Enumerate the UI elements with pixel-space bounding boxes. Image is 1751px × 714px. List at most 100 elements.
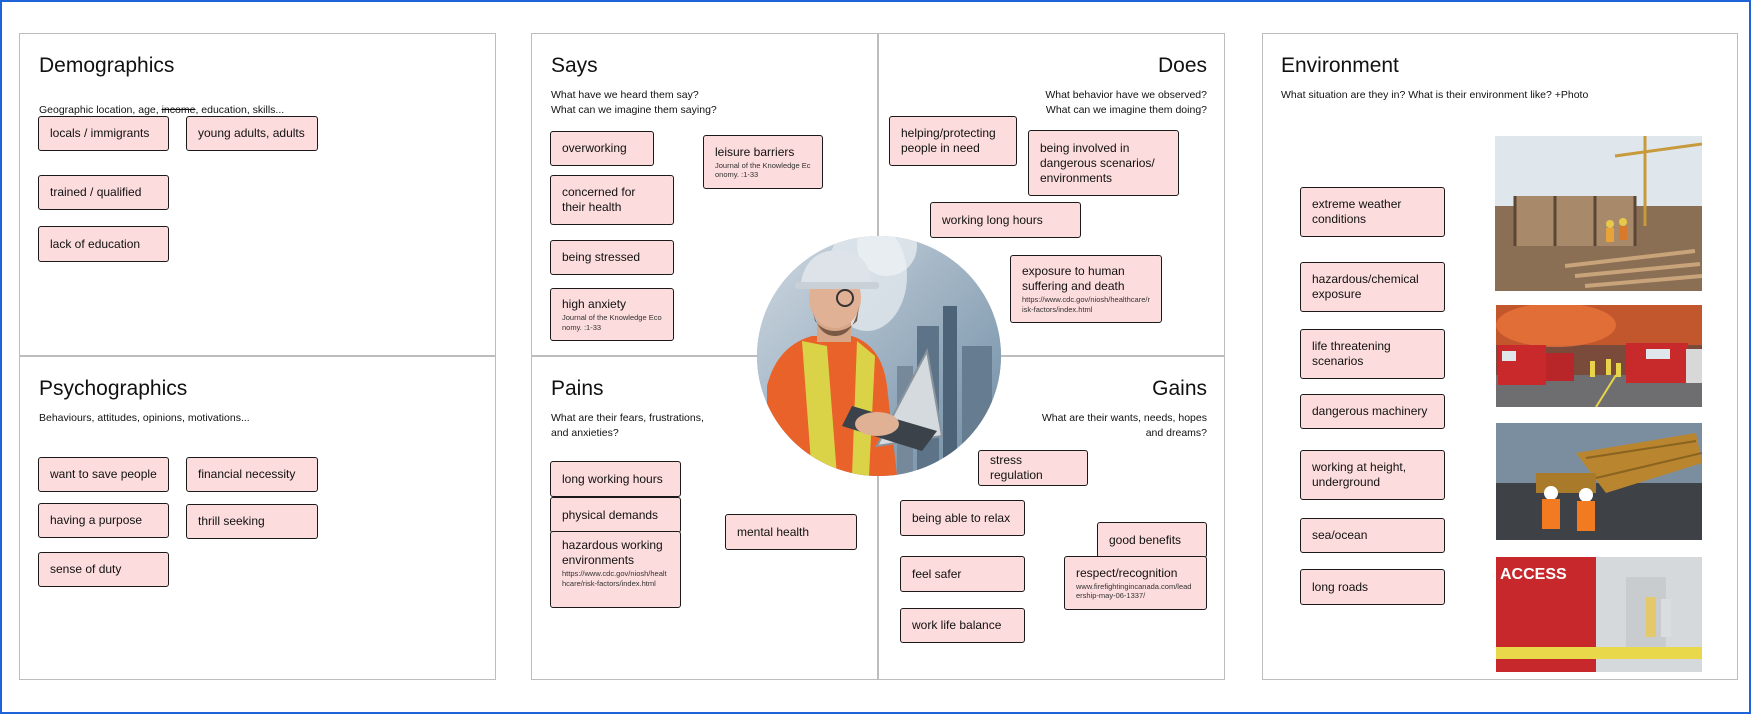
- access-sign-text: ACCESS: [1500, 566, 1567, 583]
- sticky-note[interactable]: life threatening scenarios: [1300, 329, 1445, 379]
- demographics-prompt-start: Geographic location, age,: [39, 104, 162, 116]
- sticky-note[interactable]: being stressed: [550, 240, 674, 275]
- note-text: having a purpose: [50, 513, 143, 527]
- fire-trucks-photo: [1496, 305, 1702, 407]
- sticky-note[interactable]: extreme weather conditions: [1300, 187, 1445, 237]
- sticky-note[interactable]: thrill seeking: [186, 504, 318, 539]
- note-source: https://www.cdc.gov/niosh/healthcare/ris…: [1022, 295, 1150, 314]
- note-text: sea/ocean: [1312, 528, 1368, 542]
- note-text: life threatening scenarios: [1312, 339, 1391, 368]
- gains-title: Gains: [1152, 377, 1207, 400]
- sticky-note[interactable]: hazardous/chemical exposure: [1300, 262, 1445, 312]
- gains-prompt: What are their wants, needs, hopes and d…: [1041, 412, 1207, 439]
- environment-title: Environment: [1281, 54, 1399, 77]
- sticky-note[interactable]: being able to relax: [900, 500, 1025, 536]
- persona-portrait: [757, 236, 1001, 476]
- note-text: thrill seeking: [198, 514, 265, 528]
- note-text: helping/protecting people in need: [901, 126, 996, 155]
- sticky-note[interactable]: sea/ocean: [1300, 518, 1445, 553]
- note-text: high anxiety: [562, 297, 627, 311]
- sticky-note[interactable]: hazardous working environments https://ww…: [550, 531, 681, 608]
- sticky-note[interactable]: having a purpose: [38, 503, 169, 538]
- note-text: physical demands: [562, 507, 659, 522]
- note-text: extreme weather conditions: [1312, 197, 1402, 226]
- demographics-title: Demographics: [39, 54, 175, 77]
- demographics-prompt-struck: income: [161, 104, 196, 116]
- worker-with-laptop-illustration: [757, 236, 1001, 476]
- sticky-note[interactable]: feel safer: [900, 556, 1025, 592]
- note-text: feel safer: [912, 566, 962, 581]
- sticky-note[interactable]: financial necessity: [186, 457, 318, 492]
- note-text: want to save people: [50, 467, 157, 481]
- says-prompt: What have we heard them say? What can we…: [551, 89, 717, 116]
- note-text: being able to relax: [912, 510, 1011, 525]
- sticky-note[interactable]: young adults, adults: [186, 116, 318, 151]
- note-text: long roads: [1312, 579, 1369, 594]
- pains-prompt: What are their fears, frustrations, and …: [551, 412, 704, 439]
- sticky-note[interactable]: long working hours: [550, 461, 681, 497]
- pains-title: Pains: [551, 377, 604, 400]
- note-text: hazardous/chemical exposure: [1312, 272, 1419, 301]
- note-text: good benefits: [1109, 532, 1182, 547]
- left-panel-divider: [19, 355, 496, 357]
- sticky-note[interactable]: locals / immigrants: [38, 116, 169, 151]
- sticky-note[interactable]: lack of education: [38, 226, 169, 262]
- note-text: sense of duty: [50, 562, 122, 576]
- sticky-note[interactable]: work life balance: [900, 608, 1025, 643]
- environment-prompt: What situation are they in? What is thei…: [1281, 89, 1589, 101]
- sticky-note[interactable]: stress regulation: [978, 450, 1088, 486]
- sticky-note[interactable]: working long hours: [930, 202, 1081, 238]
- note-text: mental health: [737, 524, 810, 539]
- note-text: respect/recognition: [1076, 565, 1178, 580]
- demographics-prompt-end: , education, skills...: [195, 104, 285, 116]
- sticky-note[interactable]: physical demands: [550, 497, 681, 533]
- note-text: locals / immigrants: [50, 126, 150, 140]
- sticky-note[interactable]: dangerous machinery: [1300, 394, 1445, 429]
- sticky-note[interactable]: trained / qualified: [38, 175, 169, 210]
- sticky-note[interactable]: working at height, underground: [1300, 450, 1445, 500]
- sticky-note[interactable]: sense of duty: [38, 552, 169, 587]
- note-text: hazardous working environments: [562, 538, 663, 567]
- sticky-note[interactable]: mental health: [725, 514, 857, 550]
- note-text: being involved in dangerous scenarios/ e…: [1040, 140, 1155, 185]
- sticky-note[interactable]: concerned for their health: [550, 175, 674, 225]
- note-text: financial necessity: [198, 467, 296, 481]
- sticky-note[interactable]: want to save people: [38, 457, 169, 492]
- sticky-note[interactable]: good benefits: [1097, 522, 1207, 558]
- note-text: stress regulation: [990, 453, 1043, 482]
- note-text: trained / qualified: [50, 185, 142, 199]
- sticky-note[interactable]: long roads: [1300, 569, 1445, 605]
- note-text: long working hours: [562, 471, 663, 486]
- note-text: working at height, underground: [1312, 460, 1407, 489]
- note-source: Journal of the Knowledge Economy. :1-33: [715, 160, 811, 180]
- says-title: Says: [551, 54, 598, 77]
- does-title: Does: [1157, 54, 1207, 77]
- note-text: dangerous machinery: [1312, 404, 1428, 418]
- sticky-note[interactable]: exposure to human suffering and death htt…: [1010, 255, 1162, 323]
- note-text: lack of education: [50, 236, 141, 251]
- sticky-note[interactable]: overworking: [550, 131, 654, 166]
- construction-site-photo: [1495, 136, 1702, 291]
- note-text: concerned for their health: [562, 185, 636, 214]
- note-text: working long hours: [942, 212, 1043, 227]
- sticky-note[interactable]: being involved in dangerous scenarios/ e…: [1028, 130, 1179, 196]
- does-prompt: What behavior have we observed? What can…: [1045, 89, 1207, 116]
- psychographics-prompt: Behaviours, attitudes, opinions, motivat…: [39, 412, 250, 424]
- note-text: being stressed: [562, 250, 641, 264]
- note-text: work life balance: [912, 618, 1002, 632]
- note-source: Journal of the Knowledge Economy. :1-33: [562, 313, 662, 332]
- sticky-note[interactable]: helping/protecting people in need: [889, 116, 1017, 166]
- hospital-corridor-photo: ACCESS: [1496, 557, 1702, 672]
- note-text: overworking: [562, 141, 627, 155]
- note-text: exposure to human suffering and death: [1022, 264, 1125, 293]
- demographics-prompt: Geographic location, age, income, educat…: [39, 88, 284, 118]
- psychographics-title: Psychographics: [39, 377, 188, 400]
- note-text: young adults, adults: [198, 126, 305, 140]
- note-source: https://www.cdc.gov/niosh/healthcare/ris…: [562, 569, 667, 588]
- note-source: www.firefightingincanada.com/leadership-…: [1076, 581, 1192, 601]
- note-text: leisure barriers: [715, 144, 795, 159]
